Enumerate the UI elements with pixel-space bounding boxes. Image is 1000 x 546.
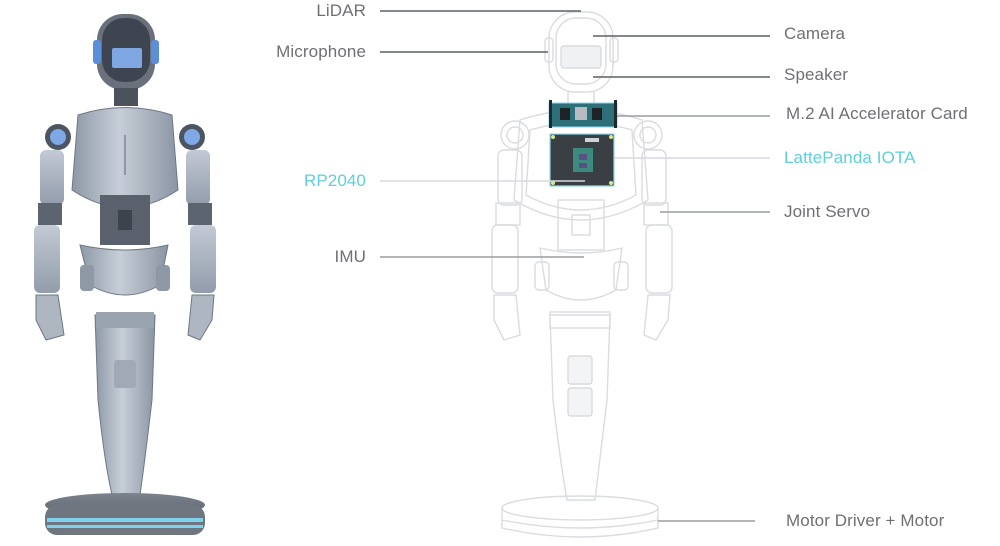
m2-accelerator-card-graphic <box>548 100 618 128</box>
label-m2-ai-accelerator-card: M.2 AI Accelerator Card <box>786 104 968 123</box>
label-motor-driver-motor: Motor Driver + Motor <box>786 511 945 530</box>
leader-lines <box>380 10 770 522</box>
rendered-robot-illustration <box>34 14 216 535</box>
label-rp2040: RP2040 <box>303 171 366 190</box>
label-microphone: Microphone <box>276 42 366 61</box>
label-camera: Camera <box>784 24 846 43</box>
label-imu: IMU <box>334 247 366 266</box>
lattepanda-iota-board-graphic <box>549 133 615 187</box>
label-lattepanda-iota: LattePanda IOTA <box>784 148 916 167</box>
robot-head <box>93 14 159 106</box>
label-speaker: Speaker <box>784 65 849 84</box>
label-lidar: LiDAR <box>316 1 366 20</box>
label-joint-servo: Joint Servo <box>784 202 871 221</box>
